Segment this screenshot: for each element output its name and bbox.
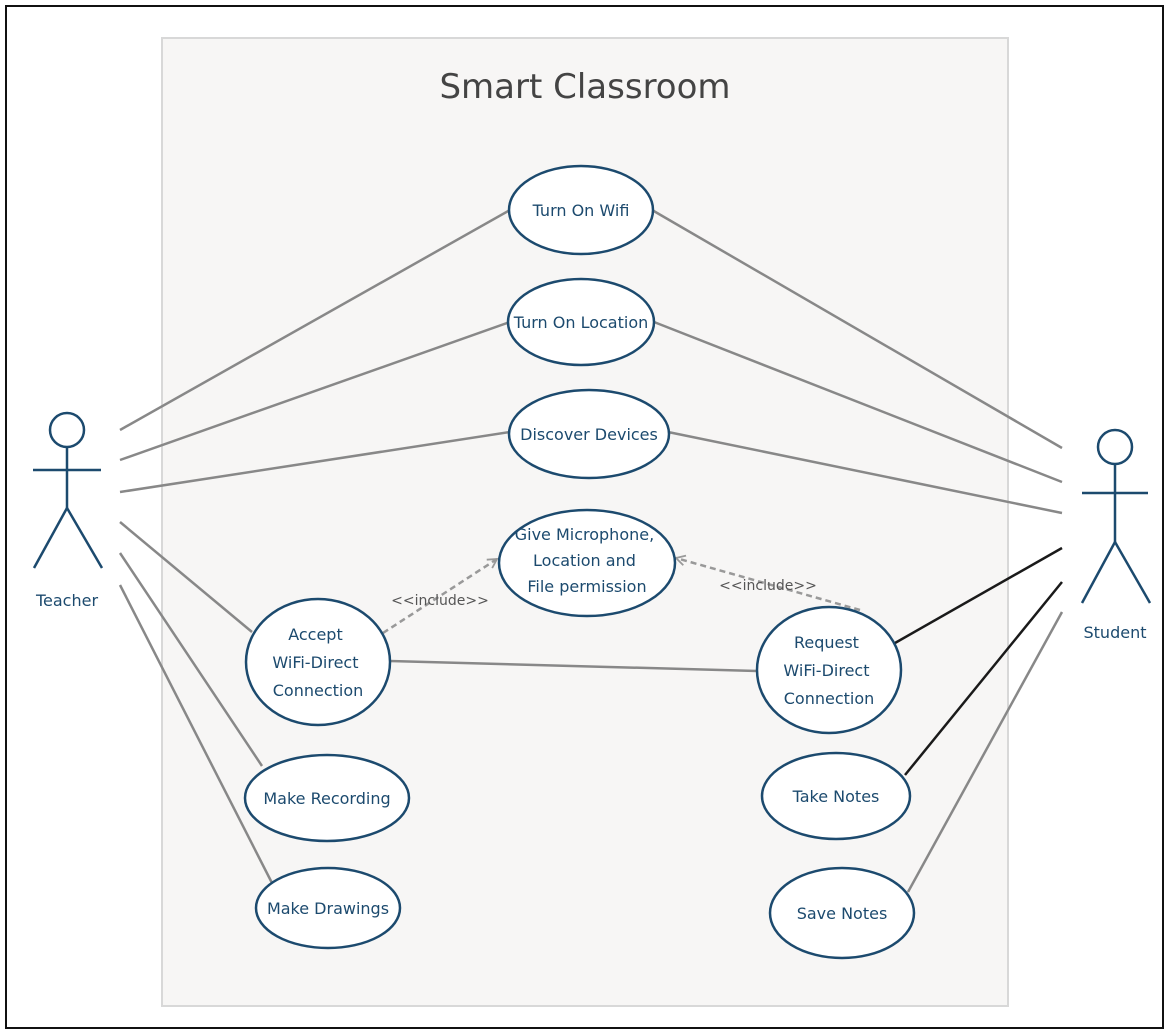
uc-make-recording-shape [243, 753, 411, 843]
uc-turn-on-wifi-shape [507, 164, 655, 256]
assoc-student-take-notes [904, 581, 1063, 776]
uc-accept-connection: Accept WiFi-Direct Connection [272, 625, 363, 700]
system-title: Smart Classroom [439, 67, 730, 107]
uc-turn-on-wifi: Turn On Wifi [532, 201, 630, 220]
assoc-accept-request [389, 659, 758, 673]
assoc-student-request-connection [894, 546, 1063, 645]
uc-take-notes-shape [760, 751, 912, 841]
assoc-teacher-make-recording [118, 552, 264, 767]
uc-give-permission: Give Microphone, Location and File permi… [515, 525, 660, 596]
assoc-teacher-turn-on-wifi [119, 208, 511, 432]
uc-save-notes: Save Notes [797, 904, 888, 923]
assoc-teacher-accept-connection [119, 521, 253, 633]
include-accept-to-permission [382, 557, 499, 635]
uc-discover-devices-shape [507, 388, 671, 480]
include-label-left: <<include>> [391, 593, 489, 609]
uc-request-connection: Request WiFi-Direct Connection [783, 633, 874, 708]
include-label-right: <<include>> [719, 578, 817, 594]
uc-turn-on-location: Turn On Location [513, 313, 649, 332]
teacher-associations [118, 208, 511, 884]
uc-make-drawings: Make Drawings [267, 899, 389, 918]
uc-discover-devices: Discover Devices [520, 425, 658, 444]
assoc-teacher-make-drawings [118, 584, 274, 884]
student-head [1096, 428, 1134, 466]
actor-student-label: Student [1084, 623, 1147, 642]
uc-save-notes-shape [768, 866, 916, 960]
uc-request-connection-shape [755, 605, 903, 735]
uc-give-permission-shape [497, 508, 677, 618]
student-associations [651, 208, 1064, 893]
uc-take-notes: Take Notes [792, 787, 880, 806]
assoc-teacher-turn-on-location [119, 320, 511, 462]
uc-make-recording: Make Recording [263, 789, 390, 808]
actor-teacher [32, 411, 104, 569]
teacher-head [48, 411, 86, 449]
assoc-student-turn-on-wifi [651, 208, 1063, 450]
assoc-student-turn-on-location [653, 320, 1063, 484]
assoc-student-save-notes [906, 611, 1064, 893]
assoc-teacher-discover-devices [119, 430, 511, 494]
use-cases [243, 164, 916, 960]
use-case-labels: Turn On Wifi Turn On Location Discover D… [263, 201, 887, 923]
include-request-to-permission [674, 554, 861, 612]
uc-accept-connection-shape [244, 597, 392, 727]
assoc-student-discover-devices [667, 430, 1063, 515]
actor-student [1080, 428, 1152, 604]
actor-teacher-label: Teacher [35, 591, 98, 610]
uc-turn-on-location-shape [506, 277, 656, 367]
uc-make-drawings-shape [254, 866, 402, 950]
